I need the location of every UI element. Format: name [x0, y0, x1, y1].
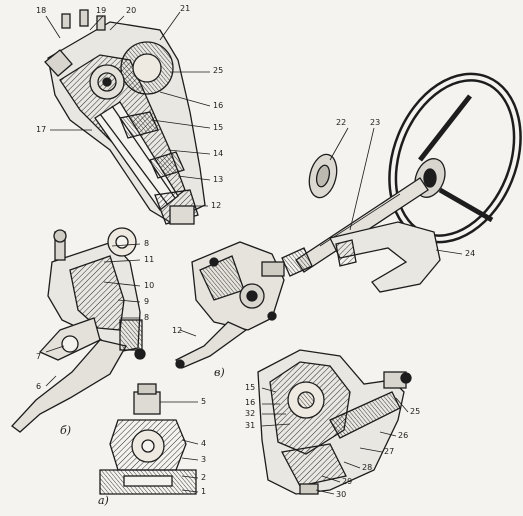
- part-label-13: 13: [213, 175, 224, 184]
- part-label-23: 23: [370, 118, 381, 127]
- part-label-4: 4: [201, 439, 207, 448]
- part-label-16-lower: 16: [245, 398, 256, 407]
- part-label-30: 30: [336, 490, 347, 499]
- part-label-32: 32: [245, 409, 256, 418]
- part-label-3: 3: [201, 455, 207, 464]
- part-label-12-arm: 12: [172, 326, 183, 335]
- part-label-6: 6: [36, 382, 42, 391]
- part-label-9: 9: [144, 297, 150, 306]
- part-label-18: 18: [36, 6, 47, 15]
- ball-joint-section: [99, 383, 197, 495]
- steering-column-assembly: [281, 72, 522, 293]
- part-label-15-lower: 15: [245, 383, 256, 392]
- part-label-29: 29: [342, 477, 353, 486]
- part-label-11: 11: [144, 255, 155, 264]
- part-label-19: 19: [96, 6, 107, 15]
- part-label-22: 22: [336, 118, 347, 127]
- view-label-b: б): [60, 424, 72, 437]
- steering-gear-assembly-middle: [11, 227, 146, 433]
- part-label-31: 31: [245, 421, 256, 430]
- leader-lines: [45, 11, 463, 495]
- part-label-24: 24: [465, 249, 476, 258]
- view-label-v: в): [214, 366, 225, 379]
- part-label-10: 10: [144, 281, 155, 290]
- steering-gear-section-bottom: [257, 349, 412, 495]
- part-label-2: 2: [201, 473, 207, 482]
- part-label-15: 15: [213, 123, 224, 132]
- steering-gearbox-assembly: [175, 241, 285, 369]
- part-label-27: 27: [384, 447, 395, 456]
- part-label-14: 14: [213, 149, 224, 158]
- part-label-20: 20: [126, 6, 137, 15]
- part-label-12: 12: [211, 201, 222, 210]
- part-label-17: 17: [36, 125, 47, 134]
- part-label-26: 26: [398, 431, 409, 440]
- part-label-5: 5: [201, 397, 207, 406]
- part-label-21: 21: [180, 4, 191, 13]
- view-label-a: а): [98, 494, 109, 507]
- part-label-25: 25: [213, 66, 224, 75]
- part-label-8-upper: 8: [144, 239, 150, 248]
- part-label-16: 16: [213, 101, 224, 110]
- part-label-25-lower: 25: [410, 407, 421, 416]
- part-label-7: 7: [36, 352, 42, 361]
- part-label-28: 28: [362, 463, 373, 472]
- part-label-8-lower: 8: [144, 313, 150, 322]
- part-label-1: 1: [201, 487, 207, 496]
- steering-gear-section-top: [44, 9, 206, 225]
